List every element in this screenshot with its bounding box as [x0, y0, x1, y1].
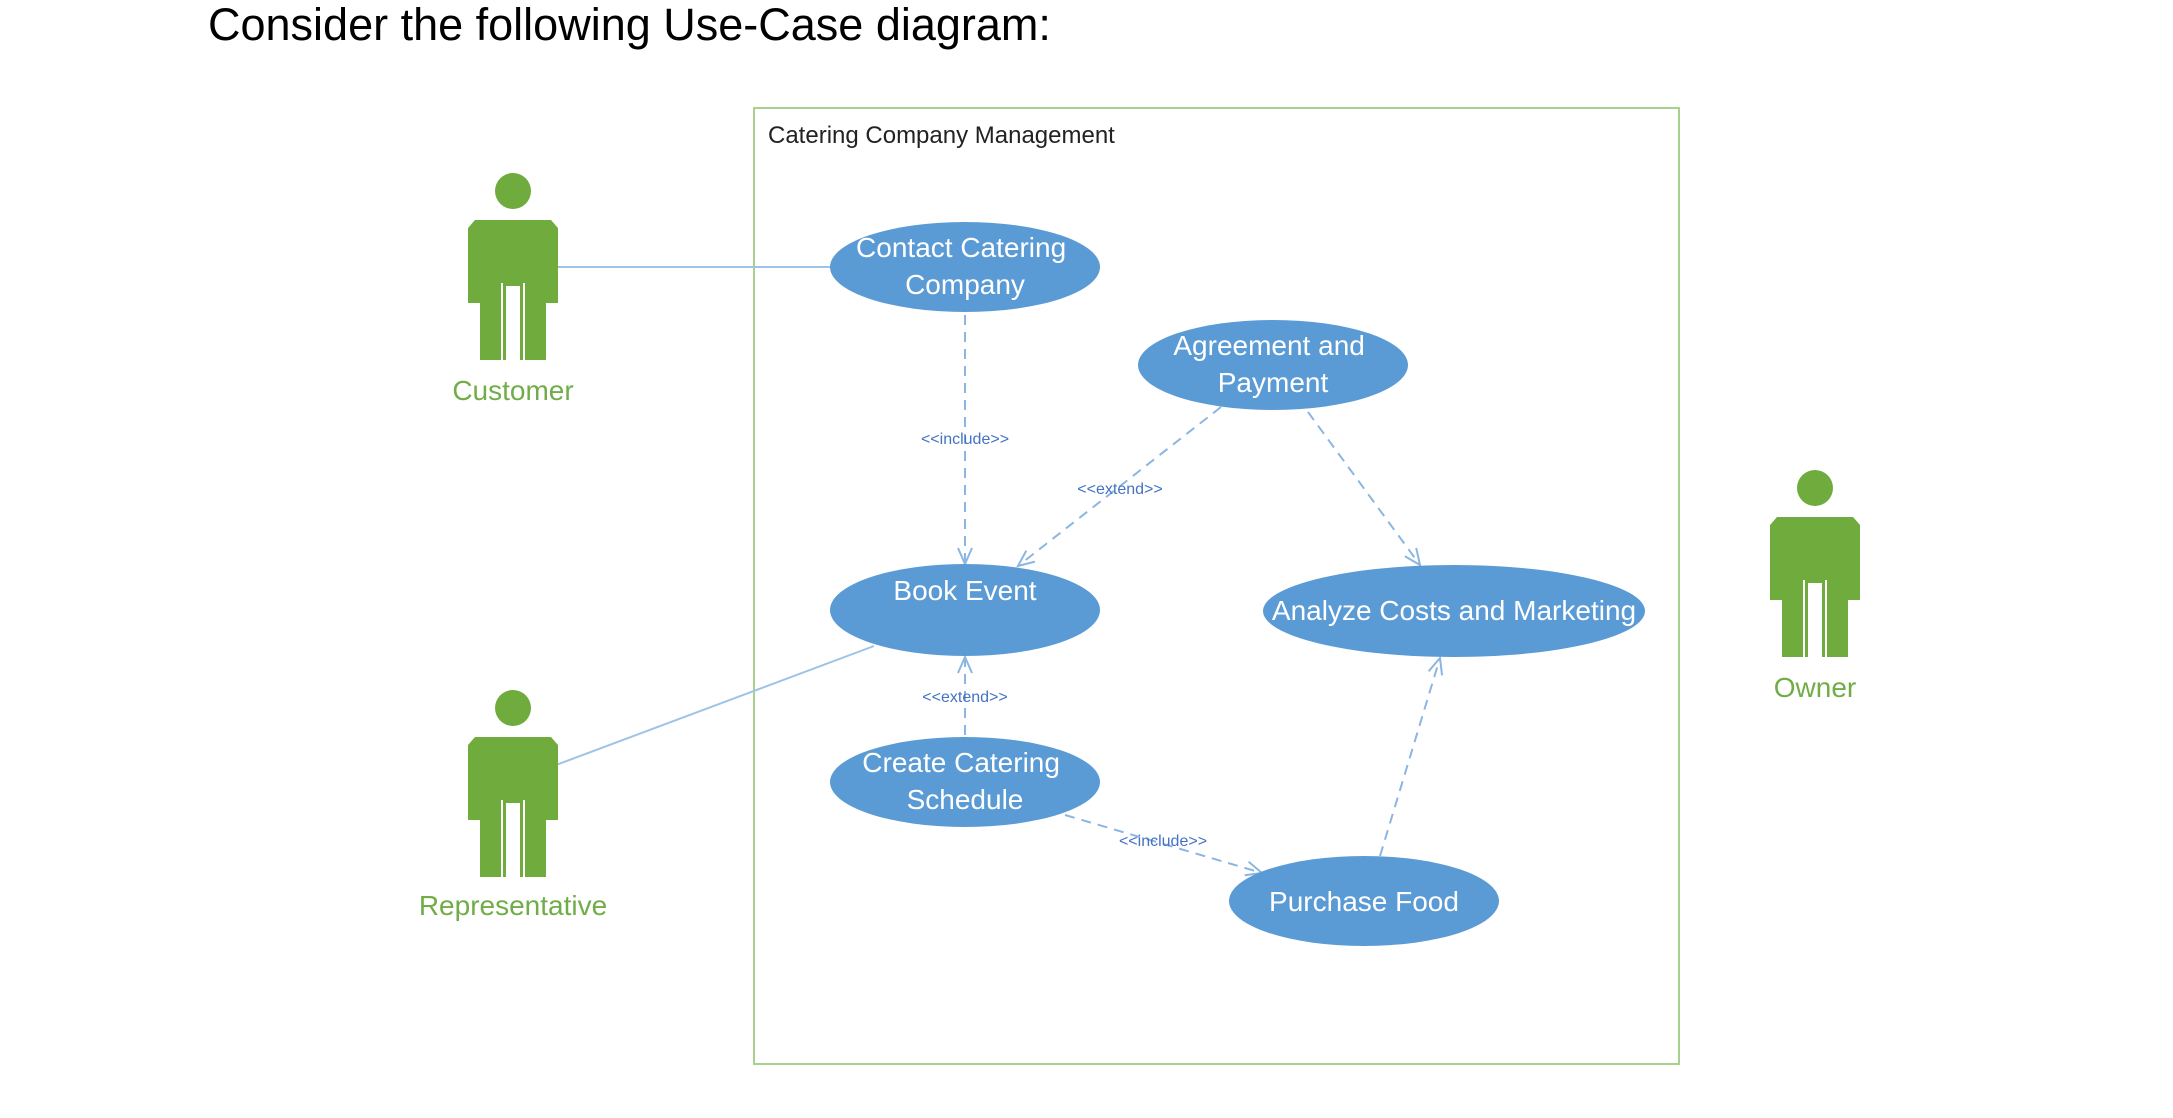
association-representative-book-event [555, 645, 875, 766]
stereotype-include-contact-book: <<include>> [921, 431, 1009, 448]
actor-figure-icon [1770, 470, 1860, 657]
svg-text:Contact Catering Company: Contact Catering Company [856, 232, 1074, 300]
svg-text:Agreement and Payment: Agreement and Payment [1173, 330, 1372, 398]
page-heading: Consider the following Use-Case diagram: [208, 0, 1051, 50]
use-case-contact-catering-company: Contact Catering Company [830, 222, 1100, 312]
actor-owner: Owner [1770, 470, 1860, 703]
actor-label-customer: Customer [452, 375, 573, 406]
actor-representative: Representative [419, 690, 607, 921]
use-case-agreement-and-payment: Agreement and Payment [1138, 320, 1408, 410]
use-case-purchase-food: Purchase Food [1229, 856, 1499, 946]
actor-figure-icon [468, 173, 558, 360]
use-case-create-catering-schedule: Create Catering Schedule [830, 737, 1100, 827]
svg-text:Create Catering Schedule: Create Catering Schedule [862, 747, 1067, 815]
actor-figure-icon [468, 690, 558, 877]
use-case-book-event: Book Event [830, 564, 1100, 656]
actor-label-representative: Representative [419, 890, 607, 921]
svg-text:Purchase Food: Purchase Food [1269, 886, 1459, 917]
system-boundary [753, 107, 1680, 1065]
include-schedule-to-purchase-food [1064, 814, 1262, 873]
extend-agreement-to-book-event [1018, 406, 1222, 566]
stereotype-extend-agreement-book: <<extend>> [1077, 481, 1162, 498]
system-title: Catering Company Management [768, 122, 1115, 149]
stereotype-extend-schedule-book: <<extend>> [922, 689, 1007, 706]
stereotype-include-schedule-purchase: <<include>> [1119, 833, 1207, 850]
dependency-purchase-food-to-analyze [1379, 658, 1440, 857]
dependency-agreement-to-analyze [1307, 411, 1420, 565]
svg-text:Book Event: Book Event [893, 575, 1036, 606]
actor-label-owner: Owner [1774, 672, 1856, 703]
svg-text:Analyze Costs and Marketing: Analyze Costs and Marketing [1272, 595, 1636, 626]
actor-customer: Customer [452, 173, 574, 406]
use-case-analyze-costs-and-marketing: Analyze Costs and Marketing [1263, 565, 1645, 657]
